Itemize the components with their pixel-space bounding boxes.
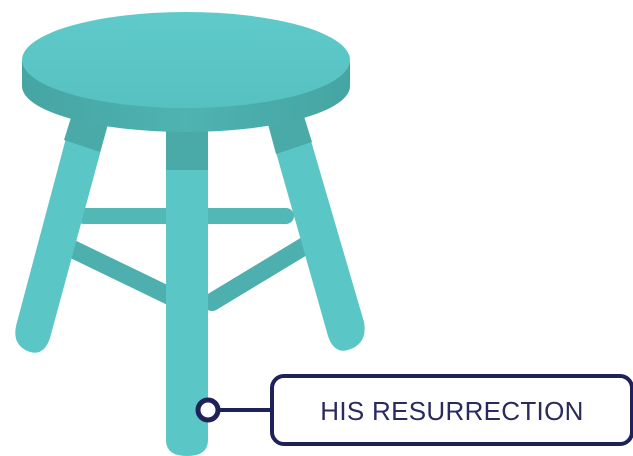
ring-connector-icon bbox=[198, 400, 218, 420]
seat-top bbox=[22, 12, 350, 108]
rung-right bbox=[212, 244, 308, 302]
leg-front-shadow bbox=[166, 130, 208, 170]
callout: HIS RESURRECTION bbox=[198, 376, 632, 444]
stool-seat bbox=[22, 12, 350, 132]
callout-label: HIS RESURRECTION bbox=[320, 396, 583, 426]
rung-left bbox=[62, 244, 182, 302]
